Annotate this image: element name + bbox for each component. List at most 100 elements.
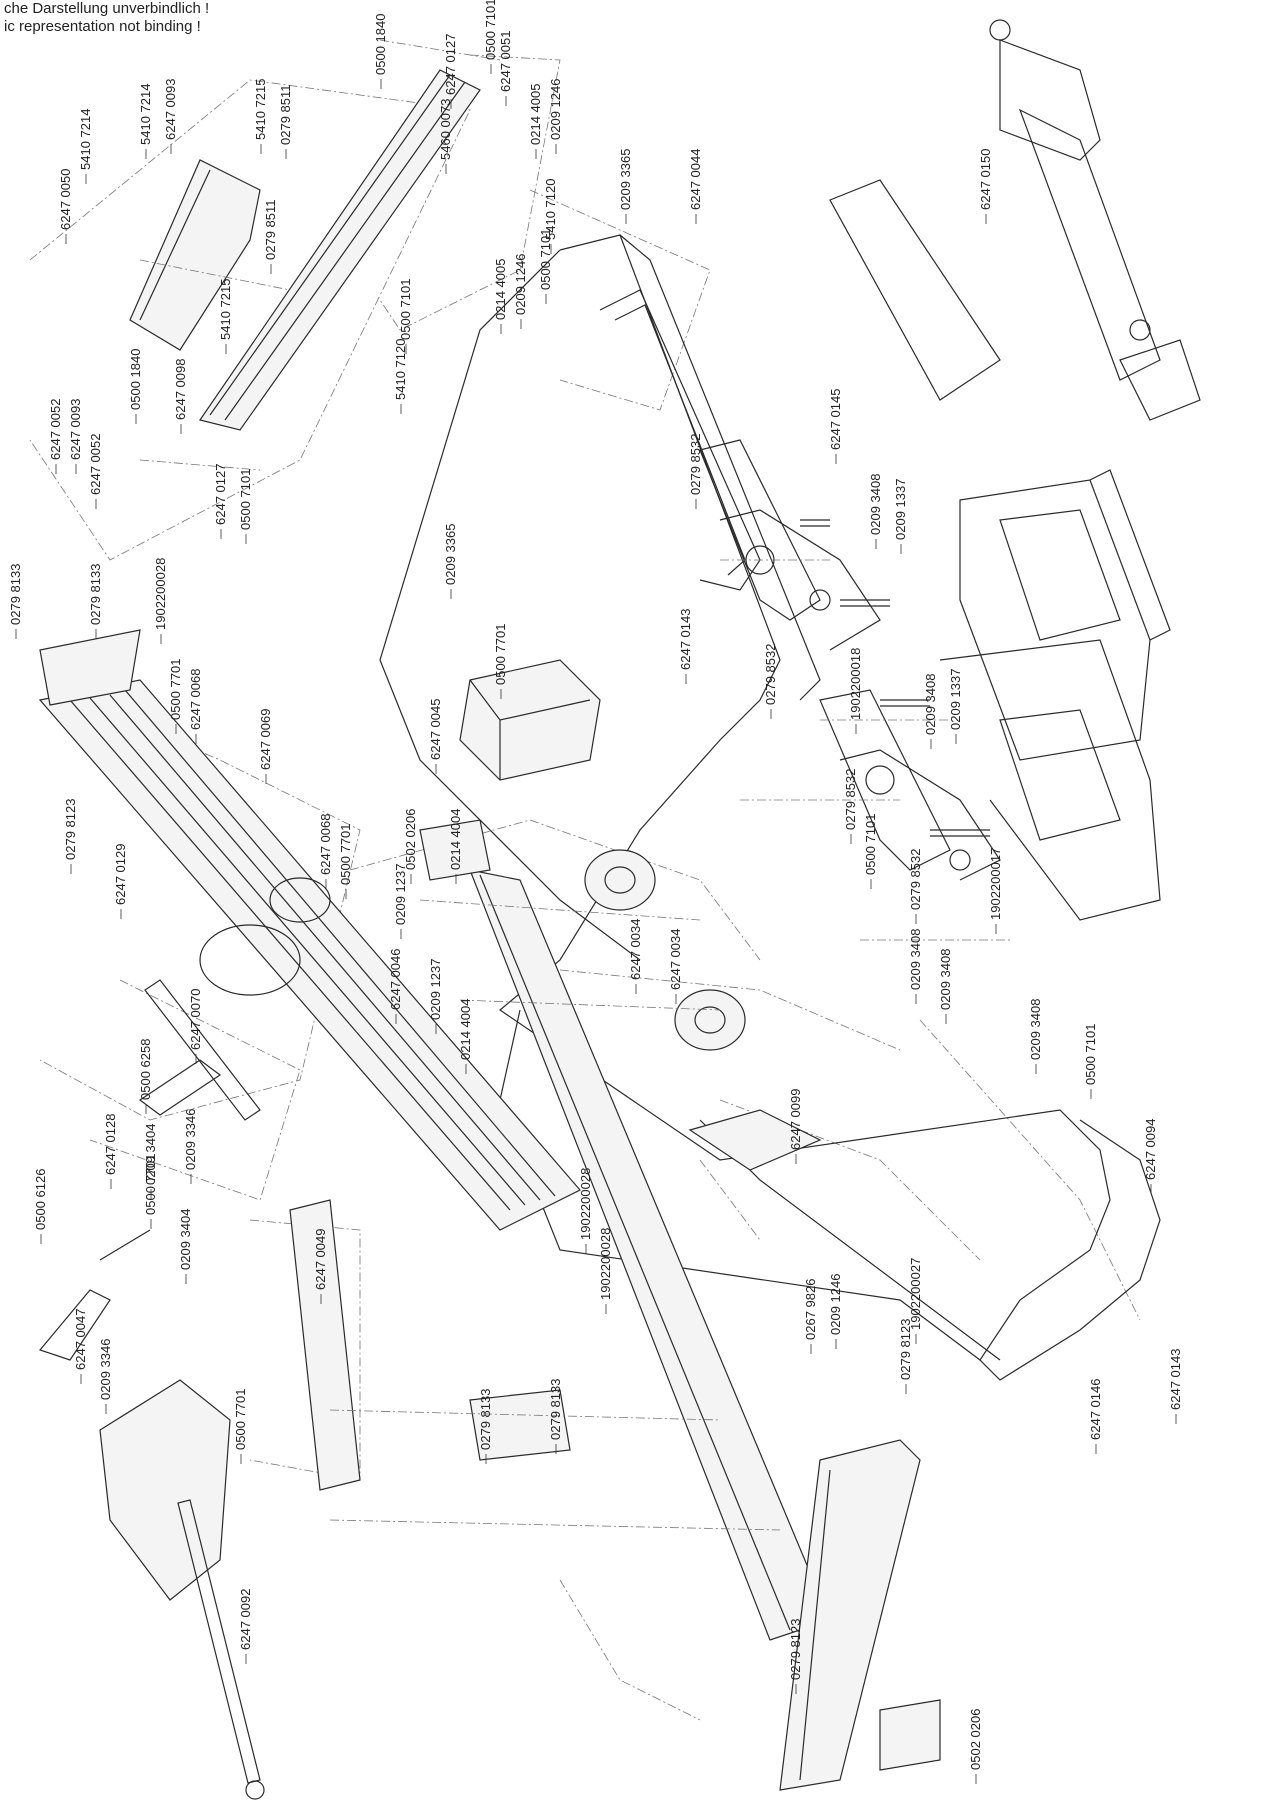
disclaimer-line-de: che Darstellung unverbindlich ! (4, 0, 210, 17)
part-label-l01: 0500 1840 (373, 14, 388, 75)
part-label-l29: 0209 3365 (618, 149, 633, 210)
part-label-l94: 6247 0092 (238, 1589, 253, 1650)
part-label-l86: 0209 3346 (98, 1339, 113, 1400)
part-label-l42: 6247 0069 (258, 709, 273, 770)
part-label-l18: 6247 0093 (68, 399, 83, 460)
part-label-l53: 0500 7701 (338, 824, 353, 885)
clamp-body (129, 159, 261, 351)
part-label-l84: 6247 0049 (313, 1229, 328, 1290)
part-label-l41: 6247 0068 (188, 669, 203, 730)
roller-lower (674, 989, 746, 1051)
part-label-l12: 5410 7214 (78, 109, 93, 170)
part-label-l10: 5410 7215 (253, 79, 268, 140)
part-label-l77: 0209 3404 (178, 1209, 193, 1270)
lower-rail (779, 1439, 921, 1791)
part-label-l72: 6247 0128 (103, 1114, 118, 1175)
motor-bracket-lower (819, 689, 1001, 881)
part-label-l48: 0209 3408 (923, 674, 938, 735)
part-label-l07: 5460 0073 (438, 99, 453, 160)
part-label-l59: 0500 7101 (863, 814, 878, 875)
pin (144, 979, 261, 1121)
motor-cover (459, 659, 601, 781)
part-label-l58: 0279 8532 (843, 769, 858, 830)
part-label-l06: 0209 1246 (548, 79, 563, 140)
part-label-l64: 0209 3408 (908, 929, 923, 990)
part-label-l24: 0500 7101 (538, 229, 553, 290)
part-label-l13: 6247 0050 (58, 169, 73, 230)
part-label-l39: 0209 1337 (893, 479, 908, 540)
end-cap-lower (879, 1699, 941, 1771)
part-label-l81: 1902200028 (598, 1228, 613, 1300)
part-label-l45: 6247 0143 (678, 609, 693, 670)
upright-frame (939, 469, 1171, 921)
part-label-l75: 0209 3404 (143, 1124, 158, 1185)
top-rail (199, 69, 481, 431)
part-label-l47: 1902200018 (848, 648, 863, 720)
part-label-l50: 0279 8123 (63, 799, 78, 860)
part-label-l69: 0214 4004 (458, 999, 473, 1060)
motor-bracket-upper (699, 439, 881, 651)
part-label-l79: 6247 0094 (1143, 1119, 1158, 1180)
part-label-l44: 0500 7701 (493, 624, 508, 685)
part-label-l22: 0500 7101 (238, 469, 253, 530)
part-label-l88: 1902200027 (908, 1258, 923, 1330)
folding-arm (829, 19, 1201, 421)
part-label-l28: 0500 7101 (398, 279, 413, 340)
part-label-l14: 0279 8511 (263, 200, 278, 261)
part-label-l56: 0209 1237 (393, 864, 408, 925)
part-label-l15: 5410 7215 (218, 279, 233, 340)
part-label-l63: 6247 0034 (668, 929, 683, 990)
part-label-l89: 0279 8123 (898, 1319, 913, 1380)
part-label-l68: 0209 1237 (428, 959, 443, 1020)
part-label-l36: 0279 8532 (688, 434, 703, 495)
part-label-l95: 0279 8123 (788, 1619, 803, 1680)
part-label-l19: 6247 0052 (88, 434, 103, 495)
plate (688, 1109, 822, 1171)
part-label-l80: 1902200028 (578, 1168, 593, 1240)
part-label-l23: 5410 7120 (543, 179, 558, 240)
part-label-l26: 0209 1246 (513, 254, 528, 315)
part-label-l05: 0214 4005 (528, 84, 543, 145)
roller-upper (584, 849, 656, 911)
small-bracket-mid (469, 1389, 571, 1461)
part-label-l57: 6247 0046 (388, 949, 403, 1010)
part-label-l30: 6247 0044 (688, 149, 703, 210)
part-label-l40: 0500 7701 (168, 659, 183, 720)
part-label-l71: 0500 7101 (1083, 1024, 1098, 1085)
end-cap-upper (419, 819, 491, 881)
part-label-l03: 0500 7101 (483, 0, 498, 60)
part-label-l61: 1902200017 (988, 848, 1003, 920)
part-label-l32: 0279 8133 (8, 564, 23, 625)
alignment-lines (139, 39, 1010, 1531)
part-label-l35: 0209 3365 (443, 524, 458, 585)
part-label-l33: 0279 8133 (88, 564, 103, 625)
part-label-l74: 0500 7701 (143, 1154, 158, 1215)
part-label-l04: 6247 0051 (498, 31, 513, 92)
part-label-l55: 0214 4004 (448, 809, 463, 870)
part-label-l92: 0279 8133 (548, 1379, 563, 1440)
part-label-l83: 0209 1246 (828, 1274, 843, 1335)
disclaimer-line-en: ic representation not binding ! (4, 18, 201, 35)
part-label-l87: 0500 7701 (233, 1389, 248, 1450)
main-frame (379, 234, 1161, 1381)
part-label-l27: 5410 7120 (393, 339, 408, 400)
aluminium-deck (38, 679, 581, 1231)
part-label-l34: 1902200028 (153, 558, 168, 630)
part-label-l08: 5410 7214 (138, 84, 153, 145)
part-label-l96: 0502 0206 (968, 1709, 983, 1770)
part-label-l66: 6247 0070 (188, 989, 203, 1050)
part-label-l51: 6247 0129 (113, 844, 128, 905)
part-label-l31: 6247 0150 (978, 149, 993, 210)
left-bracket (38, 1229, 231, 1601)
part-label-l46: 0279 8532 (763, 644, 778, 705)
part-label-l70: 0209 3408 (1028, 999, 1043, 1060)
part-label-l60: 0279 8532 (908, 849, 923, 910)
part-label-l62: 6247 0034 (628, 919, 643, 980)
lever (138, 1059, 222, 1116)
part-label-l11: 0279 8511 (278, 85, 293, 146)
part-label-l43: 6247 0045 (428, 699, 443, 760)
part-label-l85: 6247 0047 (73, 1309, 88, 1370)
part-label-l21: 6247 0127 (213, 464, 228, 525)
